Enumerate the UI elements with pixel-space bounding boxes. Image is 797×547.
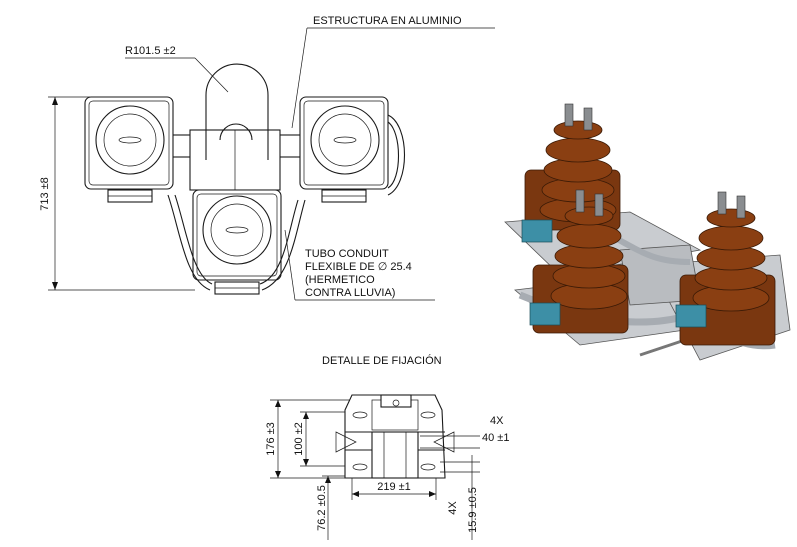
dim-4x-a: 4X	[490, 415, 504, 427]
conduit-label-3: (HERMETICO	[305, 274, 375, 286]
dim-76: 76.2 ±0.5	[316, 485, 328, 531]
dim-height-label: 713 ±8	[39, 177, 51, 211]
dim-4x-b: 4X	[447, 501, 459, 515]
isometric-view	[504, 103, 791, 361]
dim-15: 15.9 ±0.5	[467, 487, 479, 533]
radius-label: R101.5 ±2	[125, 45, 176, 57]
conduit-label-4: CONTRA LLUVIA)	[305, 287, 395, 299]
conduit-label-2: FLEXIBLE DE ∅ 25.4	[305, 261, 412, 273]
fixing-detail: DETALLE DE FIJACIÓN 176 ±3 100 ±2	[265, 354, 509, 540]
dim-176: 176 ±3	[265, 422, 277, 456]
transformer-left-top	[84, 96, 174, 203]
transformer-right-top	[299, 96, 389, 203]
dim-219: 219 ±1	[377, 481, 411, 493]
transformer-center-top	[192, 189, 282, 295]
insulator-right	[675, 191, 776, 346]
conduit-label-1: TUBO CONDUIT	[305, 248, 389, 260]
dim-100: 100 ±2	[293, 422, 305, 456]
insulator-front-center	[529, 189, 629, 334]
dim-40: 40 ±1	[482, 432, 509, 444]
structure-label: ESTRUCTURA EN ALUMINIO	[313, 15, 462, 27]
top-view: 713 ±8	[39, 15, 495, 301]
detail-title: DETALLE DE FIJACIÓN	[322, 354, 442, 367]
